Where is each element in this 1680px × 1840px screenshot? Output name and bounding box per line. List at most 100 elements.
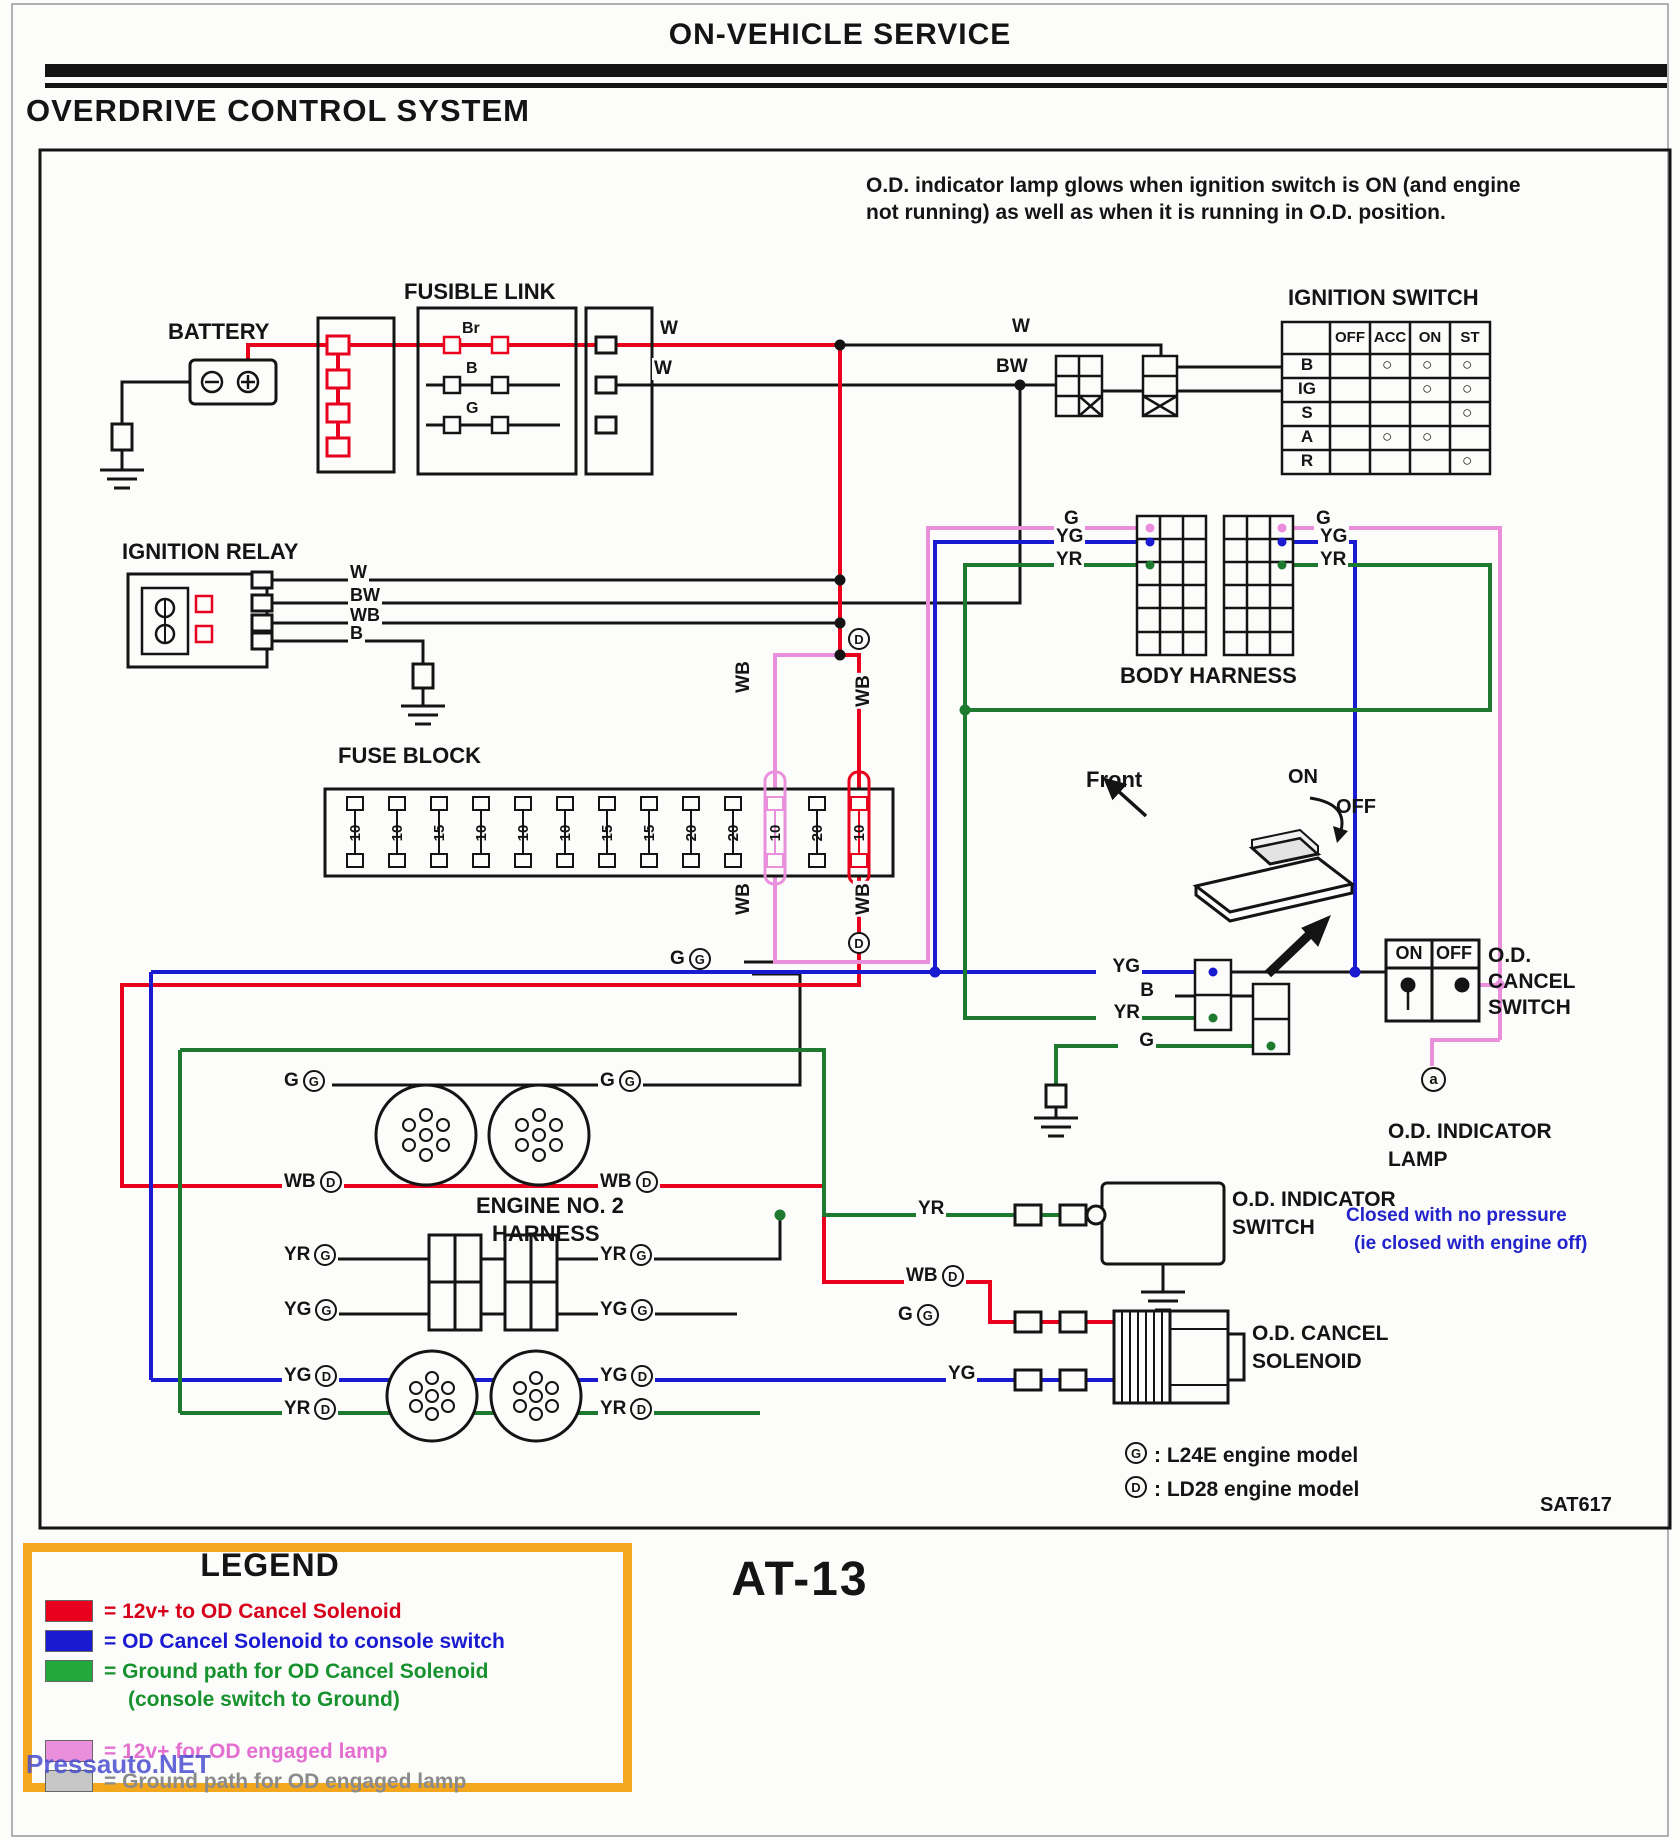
- wire-code: WB: [732, 661, 754, 693]
- wire-code: G: [898, 1304, 913, 1325]
- circled-d: D: [315, 1365, 338, 1387]
- wire-label-bw: BW: [348, 585, 382, 606]
- wire-label-yr: YR: [916, 1198, 947, 1220]
- wire-label-yg: YG: [1054, 526, 1086, 548]
- svg-text:10: 10: [767, 825, 784, 842]
- engine-harness-square-connectors: [427, 1233, 559, 1332]
- circled-g: G: [631, 1299, 654, 1321]
- svg-text:20: 20: [809, 825, 826, 842]
- wire-code: YG: [1320, 526, 1348, 547]
- engine-harness-connectors: [374, 1083, 591, 1443]
- circled-g: G: [688, 948, 711, 970]
- legend-item-blue: = OD Cancel Solenoid to console switch: [104, 1630, 505, 1653]
- wire-code: YG: [284, 1299, 312, 1320]
- ign-col-st: ST: [1460, 329, 1480, 346]
- section-title: OVERDRIVE CONTROL SYSTEM: [26, 93, 530, 128]
- figure-code: SAT617: [1540, 1494, 1612, 1516]
- circled-d: D: [848, 932, 870, 954]
- legend-swatch-pink: [45, 1740, 93, 1762]
- legend-item-green-2: (console switch to Ground): [128, 1688, 400, 1711]
- wire-code: G: [466, 400, 479, 417]
- wire-code: WB: [284, 1171, 316, 1192]
- svg-text:10: 10: [515, 825, 532, 842]
- ignition-connector-blocks: [1054, 354, 1179, 418]
- circled-g: G: [314, 1244, 337, 1266]
- wire-label-bw: BW: [994, 356, 1030, 378]
- ignition-relay-label: IGNITION RELAY: [122, 539, 299, 564]
- battery-symbol: [110, 358, 278, 452]
- wire-code: W: [350, 562, 367, 582]
- wire-label-yr: YR: [1096, 1002, 1142, 1024]
- od-cancel-solenoid-symbol: [1013, 1309, 1246, 1405]
- svg-text:20: 20: [683, 825, 700, 842]
- cancel-switch-label-2: CANCEL: [1488, 970, 1576, 993]
- wire-code: WB: [852, 883, 874, 915]
- model-key-d: : LD28 engine model: [1154, 1478, 1360, 1501]
- wire-label-wb-vertical: WB: [732, 659, 755, 695]
- wire-code: YR: [600, 1244, 627, 1265]
- svg-text:10: 10: [473, 825, 490, 842]
- switch-pointer-arrow-icon: [1264, 915, 1331, 978]
- wire-code: WB: [852, 675, 874, 707]
- wire-code: WB: [350, 605, 380, 625]
- svg-text:10: 10: [557, 825, 574, 842]
- circled-d: D: [1125, 1476, 1147, 1498]
- wire-code: G: [1139, 1030, 1154, 1051]
- od-cancel-switch-symbol: [1384, 938, 1481, 1023]
- indicator-lamp-label-1: O.D. INDICATOR: [1388, 1120, 1552, 1143]
- ignition-relay-symbol: [126, 570, 435, 690]
- wire-code: YR: [918, 1198, 945, 1219]
- fusible-link-group: [316, 306, 654, 476]
- ignition-switch-contacts: ○○○○○○○○○: [1330, 354, 1490, 474]
- svg-text:10: 10: [347, 825, 364, 842]
- fusible-link-red-elements: [325, 334, 510, 458]
- ignition-contact: ○: [1462, 403, 1473, 422]
- circled-d: D: [630, 1398, 653, 1420]
- legend-box: [23, 1543, 632, 1792]
- svg-text:15: 15: [431, 825, 448, 842]
- cancel-switch-label-1: O.D.: [1488, 944, 1532, 967]
- indicator-lamp-label-2: LAMP: [1388, 1148, 1448, 1171]
- model-key-g: : L24E engine model: [1154, 1444, 1359, 1467]
- console-switch-3d: [1192, 828, 1356, 923]
- cancel-switch-label-3: SWITCH: [1488, 996, 1571, 1019]
- ignition-contact: ○: [1422, 379, 1433, 398]
- body-harness-label: BODY HARNESS: [1120, 663, 1297, 688]
- wire-code: YR: [1320, 549, 1347, 570]
- indicator-switch-label-2: SWITCH: [1232, 1216, 1315, 1239]
- od-indicator-switch-symbol: [1013, 1181, 1226, 1312]
- ign-col-acc: ACC: [1373, 329, 1407, 346]
- wire-code: WB: [732, 883, 754, 915]
- wire-code: BW: [996, 356, 1028, 377]
- ign-row-ig: IG: [1298, 379, 1316, 398]
- legend-item-gray: = Ground path for OD engaged lamp: [104, 1770, 467, 1793]
- wire-label-wb-vertical: WB: [852, 673, 875, 709]
- circled-d: D: [635, 1171, 658, 1193]
- svg-text:15: 15: [599, 825, 616, 842]
- engine-harness-label-1: ENGINE NO. 2: [476, 1193, 624, 1218]
- ignition-contact: ○: [1382, 427, 1393, 446]
- legend-title: LEGEND: [200, 1547, 340, 1583]
- wire-code: G: [670, 948, 685, 969]
- wire-label-g: G: [1118, 1030, 1156, 1052]
- wire-code: G: [600, 1070, 615, 1091]
- fuse-block-label: FUSE BLOCK: [338, 743, 481, 768]
- wire-code: Br: [462, 320, 480, 337]
- wire-code: YG: [600, 1365, 628, 1386]
- switch-off-label: OFF: [1336, 796, 1376, 818]
- wire-code: YR: [1056, 549, 1083, 570]
- circled-g: G: [315, 1299, 338, 1321]
- cluster-connectors: [1193, 958, 1291, 1056]
- wire-label-w: W: [658, 318, 680, 340]
- wire-label-wb-vertical: WB: [732, 881, 755, 917]
- legend-item-green: = Ground path for OD Cancel Solenoid: [104, 1660, 489, 1683]
- wire-label-yr: YR: [1318, 549, 1349, 571]
- wire-code: YR: [284, 1244, 311, 1265]
- wire-label-wb: WB: [348, 605, 382, 626]
- diagram-frame: [38, 148, 1672, 1530]
